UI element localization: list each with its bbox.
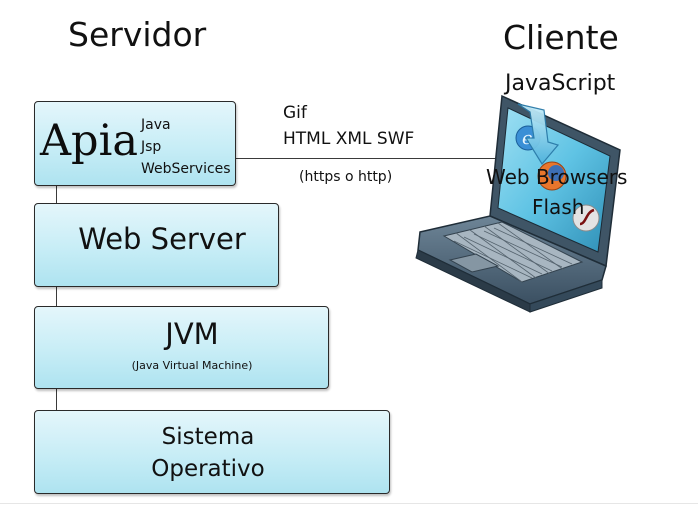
format-line: Gif	[283, 103, 307, 123]
protocol-label: (https o http)	[299, 169, 393, 185]
format-line: HTML XML SWF	[283, 129, 415, 149]
jvm-title: JVM	[165, 317, 219, 351]
web-server-box	[34, 203, 279, 287]
web-server-label: Web Server	[78, 222, 246, 256]
javascript-label: JavaScript	[505, 71, 616, 96]
os-box	[34, 410, 390, 494]
apia-logo: Apia	[40, 116, 138, 166]
os-label-line2: Operativo	[151, 456, 265, 482]
client-heading: Cliente	[503, 18, 619, 57]
apia-technology-list: Java Jsp WebServices	[141, 114, 231, 180]
laptop-icon: e	[415, 94, 621, 313]
layer-connector	[56, 186, 57, 204]
jvm-box	[34, 306, 329, 389]
web-browsers-label: Web Browsers	[486, 165, 628, 189]
jvm-subtitle: (Java Virtual Machine)	[131, 359, 253, 372]
network-link-line	[235, 158, 525, 159]
layer-connector	[56, 287, 57, 306]
layer-connector	[56, 389, 57, 410]
flash-label: Flash	[532, 195, 585, 219]
technology-item: Java	[141, 117, 171, 133]
server-heading: Servidor	[68, 15, 207, 54]
arrow-down-icon	[517, 103, 560, 166]
flash-logo-icon	[572, 204, 600, 232]
apia-box	[34, 101, 236, 186]
os-label-line1: Sistema	[161, 424, 255, 450]
transfer-formats: Gif HTML XML SWF	[283, 100, 414, 152]
touchpad	[448, 253, 500, 273]
firefox-logo-icon	[537, 161, 567, 191]
bottom-divider	[0, 503, 698, 504]
technology-item: Jsp	[141, 139, 162, 155]
technology-item: WebServices	[141, 161, 231, 177]
